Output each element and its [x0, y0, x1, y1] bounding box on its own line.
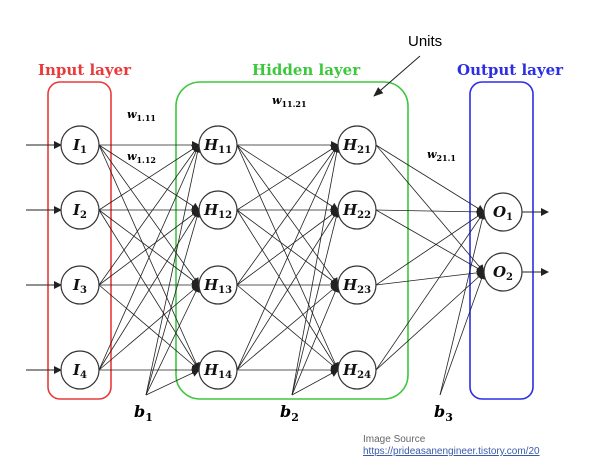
input-arrows	[26, 141, 62, 374]
image-source-caption: Image Source https://prideasanengineer.t…	[363, 434, 540, 458]
edge-l2-n3-to-n0	[375, 211, 485, 371]
node-label: I4	[72, 361, 87, 381]
bias-edge-b2-to-n3	[291, 284, 339, 396]
node-h23: H23	[337, 265, 377, 305]
node-o1: O1	[483, 192, 523, 232]
node-label: I3	[72, 276, 87, 296]
edge-l2-n1-to-n1	[375, 209, 485, 273]
bias-edge-b2-to-n2	[291, 209, 341, 396]
edge-l1-n3-to-n0	[236, 144, 339, 371]
edge-l2-n1-to-n0	[375, 207, 485, 216]
node-label: H13	[203, 276, 232, 296]
node-circle	[198, 265, 238, 305]
node-h13: H13	[198, 265, 238, 305]
node-circle	[337, 265, 377, 305]
node-label: H22	[342, 201, 371, 221]
node-label: H11	[203, 136, 232, 156]
edge-l1-n2-to-n0	[236, 144, 339, 286]
node-label: I2	[72, 201, 87, 221]
node-h14: H14	[198, 350, 238, 390]
edge-l2-n0-to-n1	[375, 144, 485, 273]
bias-edge-b2-to-n1	[291, 144, 341, 396]
bias-label-b3: b3	[434, 402, 453, 424]
output-arrows	[522, 208, 549, 276]
input-layer-title: Input layer	[38, 61, 132, 79]
node-h12: H12	[198, 190, 238, 230]
node-circle	[337, 350, 377, 390]
bias-label-b2: b2	[280, 402, 299, 424]
connection-edges	[98, 141, 485, 374]
node-o2: O2	[483, 252, 523, 292]
node-label: H14	[203, 361, 232, 381]
node-circle	[483, 252, 523, 292]
node-label: O1	[493, 203, 513, 223]
node-circle	[198, 125, 238, 165]
edge-l0-n3-to-n0	[98, 144, 200, 371]
edge-l2-n3-to-n1	[375, 271, 485, 371]
edge-l0-n1-to-n0	[98, 144, 200, 211]
bias-edge-b1-to-n2	[145, 209, 201, 396]
bias-edge-b3-to-n1	[439, 211, 487, 396]
bias-connections	[145, 144, 487, 396]
node-circle	[60, 350, 100, 390]
edge-l0-n2-to-n0	[98, 144, 200, 286]
node-circle	[337, 190, 377, 230]
node-h22: H22	[337, 190, 377, 230]
hidden-layer-title: Hidden layer	[252, 61, 361, 79]
weight-label-w1-12: w1.12	[127, 150, 156, 165]
node-label: H23	[342, 276, 371, 296]
node-label: I1	[72, 136, 87, 156]
input-layer-box	[47, 81, 112, 400]
node-h21: H21	[337, 125, 377, 165]
hidden-layer-box	[175, 81, 409, 400]
output-layer-title: Output layer	[457, 61, 564, 79]
weight-label-w21-1: w21.1	[427, 148, 456, 163]
node-i4: I4	[60, 350, 100, 390]
node-i1: I1	[60, 125, 100, 165]
node-circle	[198, 350, 238, 390]
edge-l2-n2-to-n0	[375, 211, 485, 286]
bias-edge-b1-to-n4	[145, 369, 200, 396]
edge-l0-n3-to-n2	[98, 284, 200, 371]
node-circle	[337, 125, 377, 165]
edge-l1-n2-to-n1	[236, 209, 339, 286]
edge-l2-n0-to-n0	[375, 144, 485, 213]
node-circle	[60, 125, 100, 165]
edge-l2-n2-to-n1	[375, 268, 485, 286]
bias-edge-b2-to-n4	[291, 369, 339, 396]
edge-l1-n3-to-n2	[236, 284, 339, 371]
node-i2: I2	[60, 190, 100, 230]
weight-label-w11-21: w11.21	[272, 94, 307, 109]
node-label: H24	[342, 361, 371, 381]
units-pointer-arrow	[373, 55, 421, 97]
edge-l1-n1-to-n0	[236, 144, 339, 211]
bias-edge-b1-to-n1	[145, 144, 202, 396]
weight-label-w1-11: w1.11	[127, 108, 156, 123]
image-source-link[interactable]: https://prideasanengineer.tistory.com/20	[363, 446, 540, 457]
edge-l0-n3-to-n1	[98, 209, 200, 371]
node-h24: H24	[337, 350, 377, 390]
output-layer-box	[469, 81, 534, 400]
node-label: H21	[342, 136, 371, 156]
image-source-label: Image Source	[363, 434, 426, 445]
bias-edge-b1-to-n3	[145, 284, 200, 396]
node-label: H12	[203, 201, 232, 221]
bias-edge-b3-to-n2	[439, 271, 486, 396]
node-circle	[198, 190, 238, 230]
bias-label-b1: b1	[134, 402, 153, 424]
node-h11: H11	[198, 125, 238, 165]
node-circle	[60, 190, 100, 230]
node-circle	[60, 265, 100, 305]
node-label: O2	[493, 263, 513, 283]
node-i3: I3	[60, 265, 100, 305]
node-circle	[483, 192, 523, 232]
units-annotation: Units	[408, 33, 442, 50]
